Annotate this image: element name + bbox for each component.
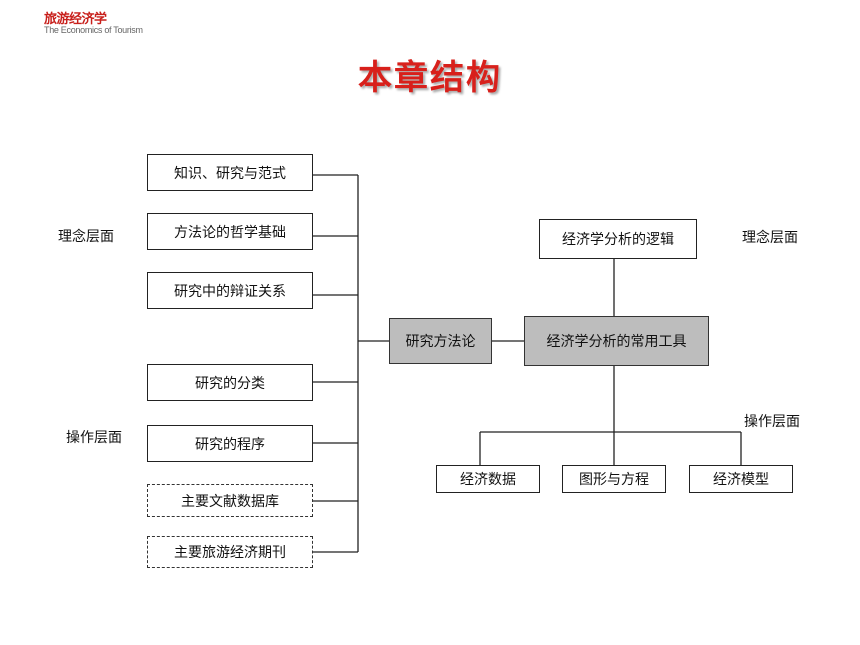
- box-main-databases: 主要文献数据库: [147, 484, 313, 517]
- page-title: 本章结构: [358, 58, 502, 98]
- box-research-methodology: 研究方法论: [389, 318, 492, 364]
- box-dialectical-relations: 研究中的辩证关系: [147, 272, 313, 309]
- box-philosophical-foundation: 方法论的哲学基础: [147, 213, 313, 250]
- logo-title: 旅游经济学: [44, 12, 107, 27]
- box-economic-logic: 经济学分析的逻辑: [539, 219, 697, 259]
- label-concept-level-left: 理念层面: [58, 229, 114, 245]
- label-concept-level-right: 理念层面: [742, 230, 798, 246]
- box-research-procedure: 研究的程序: [147, 425, 313, 462]
- label-operation-level-left: 操作层面: [66, 430, 122, 446]
- box-economic-models: 经济模型: [689, 465, 793, 493]
- box-economic-data: 经济数据: [436, 465, 540, 493]
- label-operation-level-right: 操作层面: [744, 414, 800, 430]
- box-knowledge-research-paradigm: 知识、研究与范式: [147, 154, 313, 191]
- box-economic-tools: 经济学分析的常用工具: [524, 316, 709, 366]
- box-research-classification: 研究的分类: [147, 364, 313, 401]
- box-graphs-equations: 图形与方程: [562, 465, 666, 493]
- logo-subtitle: The Economics of Tourism: [44, 25, 143, 35]
- box-main-journals: 主要旅游经济期刊: [147, 536, 313, 568]
